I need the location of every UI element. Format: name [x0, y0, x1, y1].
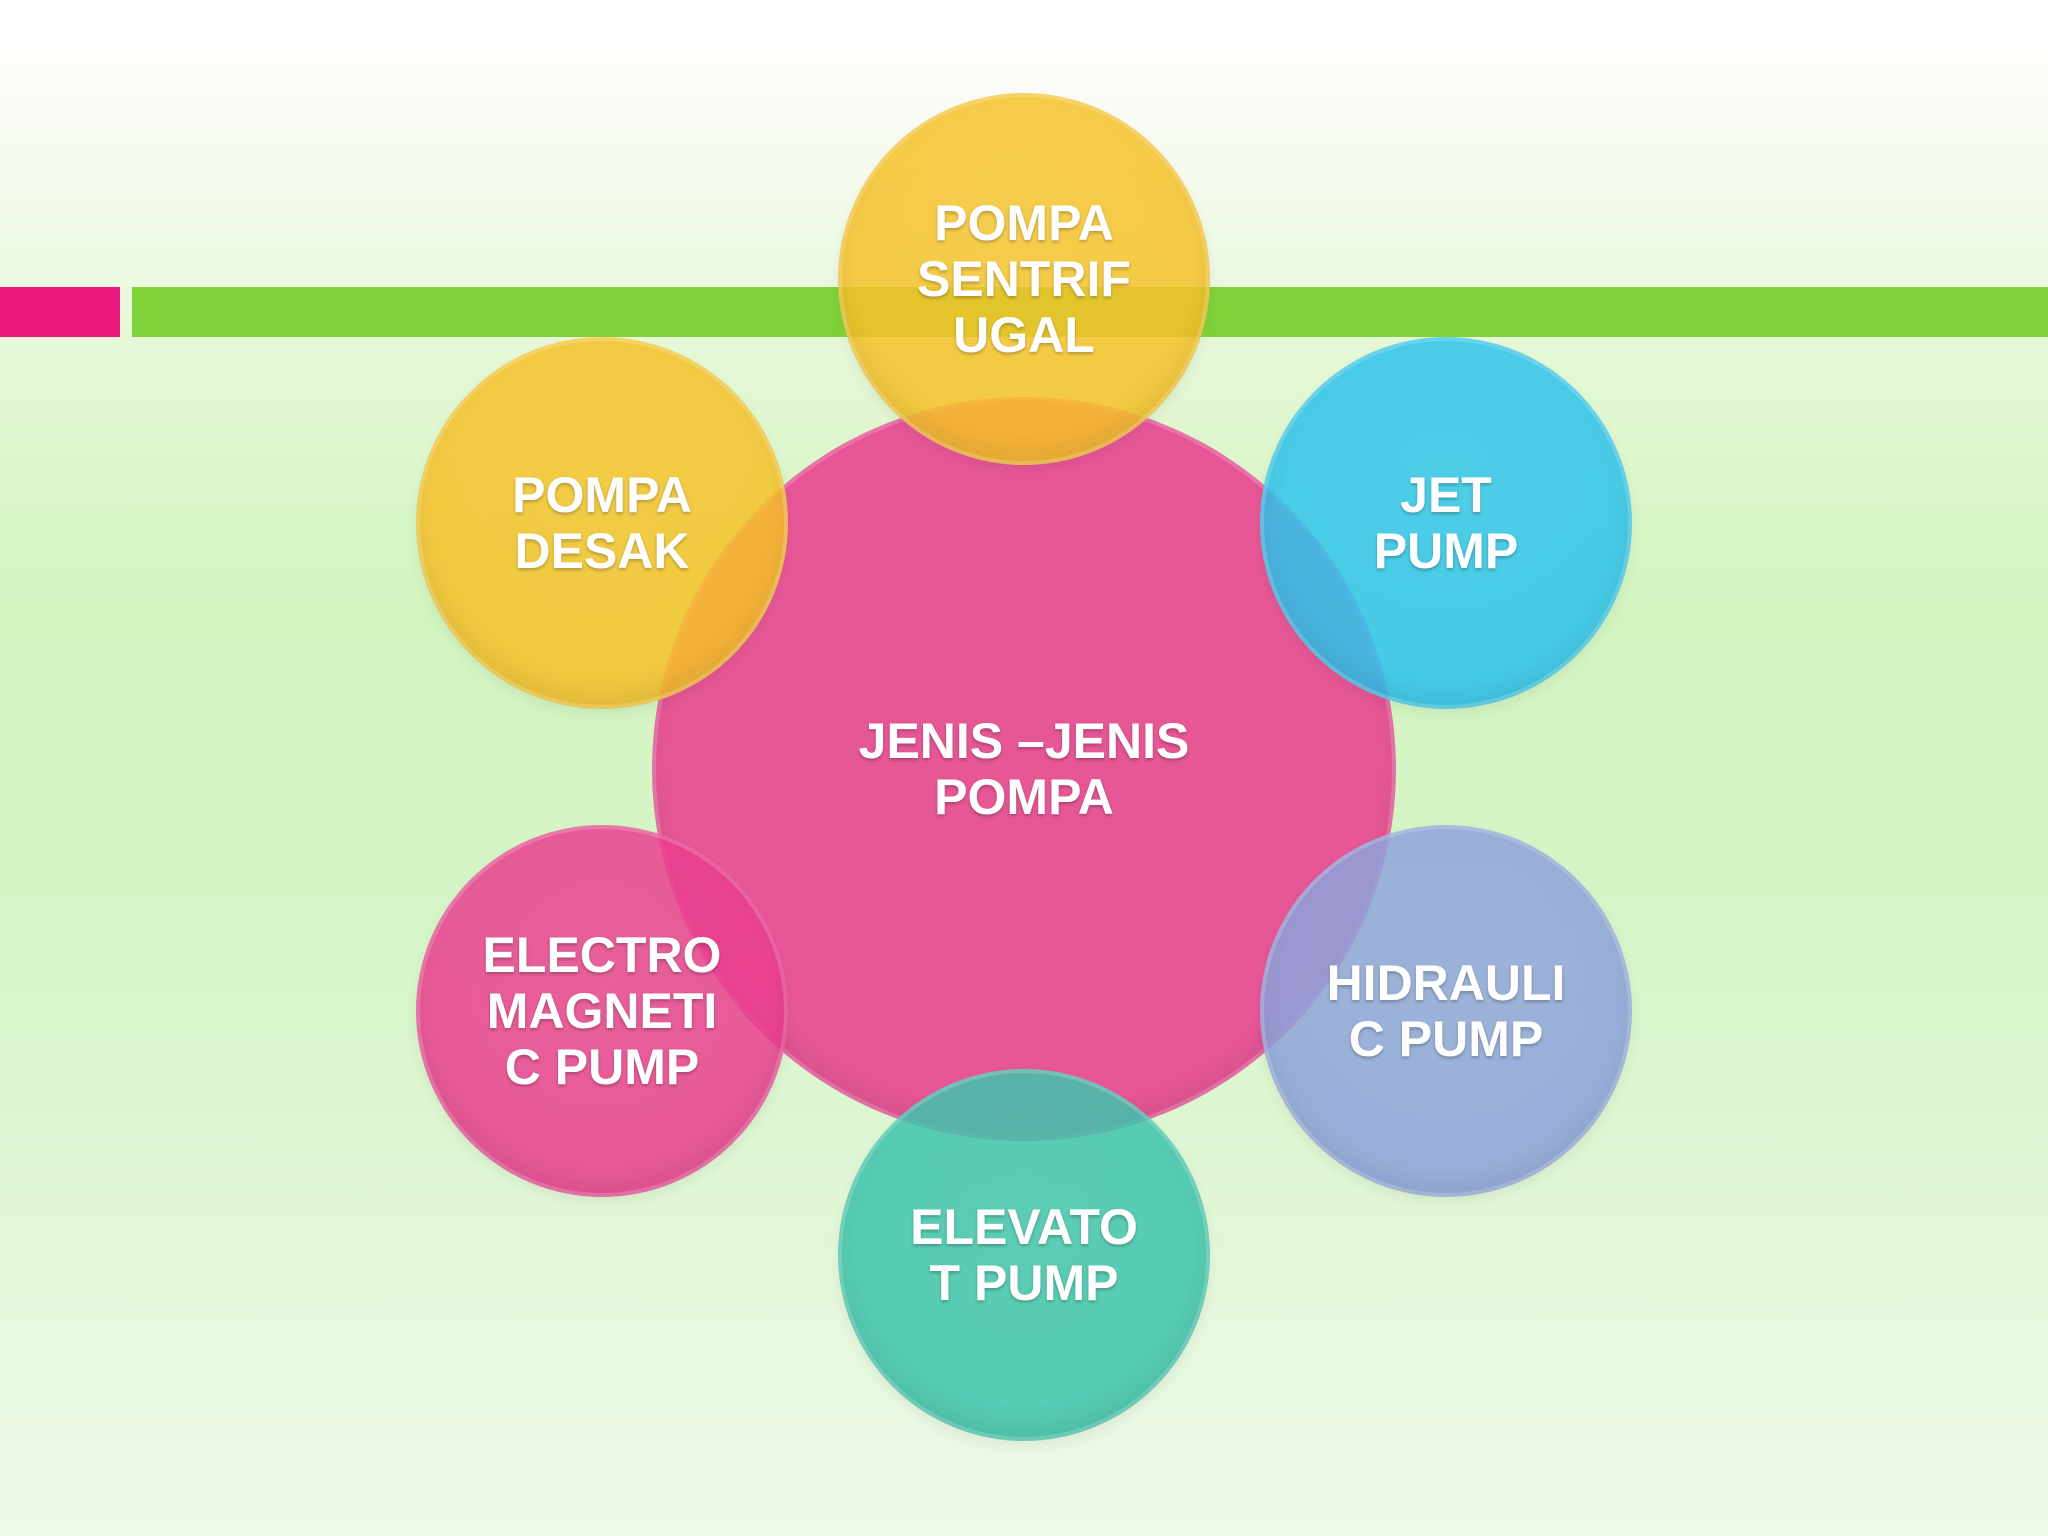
node-label: POMPA SENTRIF UGAL [917, 195, 1131, 363]
node-pompa-desak: POMPA DESAK [416, 337, 788, 709]
accent-bar-pink [0, 287, 120, 337]
node-jet-pump: JET PUMP [1260, 337, 1632, 709]
node-label: JET PUMP [1373, 467, 1519, 579]
center-label: JENIS –JENIS POMPA [858, 713, 1190, 825]
node-label: POMPA DESAK [512, 467, 692, 579]
node-label: HIDRAULI C PUMP [1326, 955, 1566, 1067]
node-electromagnetic-pump: ELECTRO MAGNETI C PUMP [416, 825, 788, 1197]
node-pompa-sentrifugal: POMPA SENTRIF UGAL [838, 93, 1210, 465]
node-elevatot-pump: ELEVATO T PUMP [838, 1069, 1210, 1441]
node-label: ELECTRO MAGNETI C PUMP [482, 927, 722, 1095]
node-hidraulic-pump: HIDRAULI C PUMP [1260, 825, 1632, 1197]
node-label: ELEVATO T PUMP [910, 1199, 1138, 1311]
